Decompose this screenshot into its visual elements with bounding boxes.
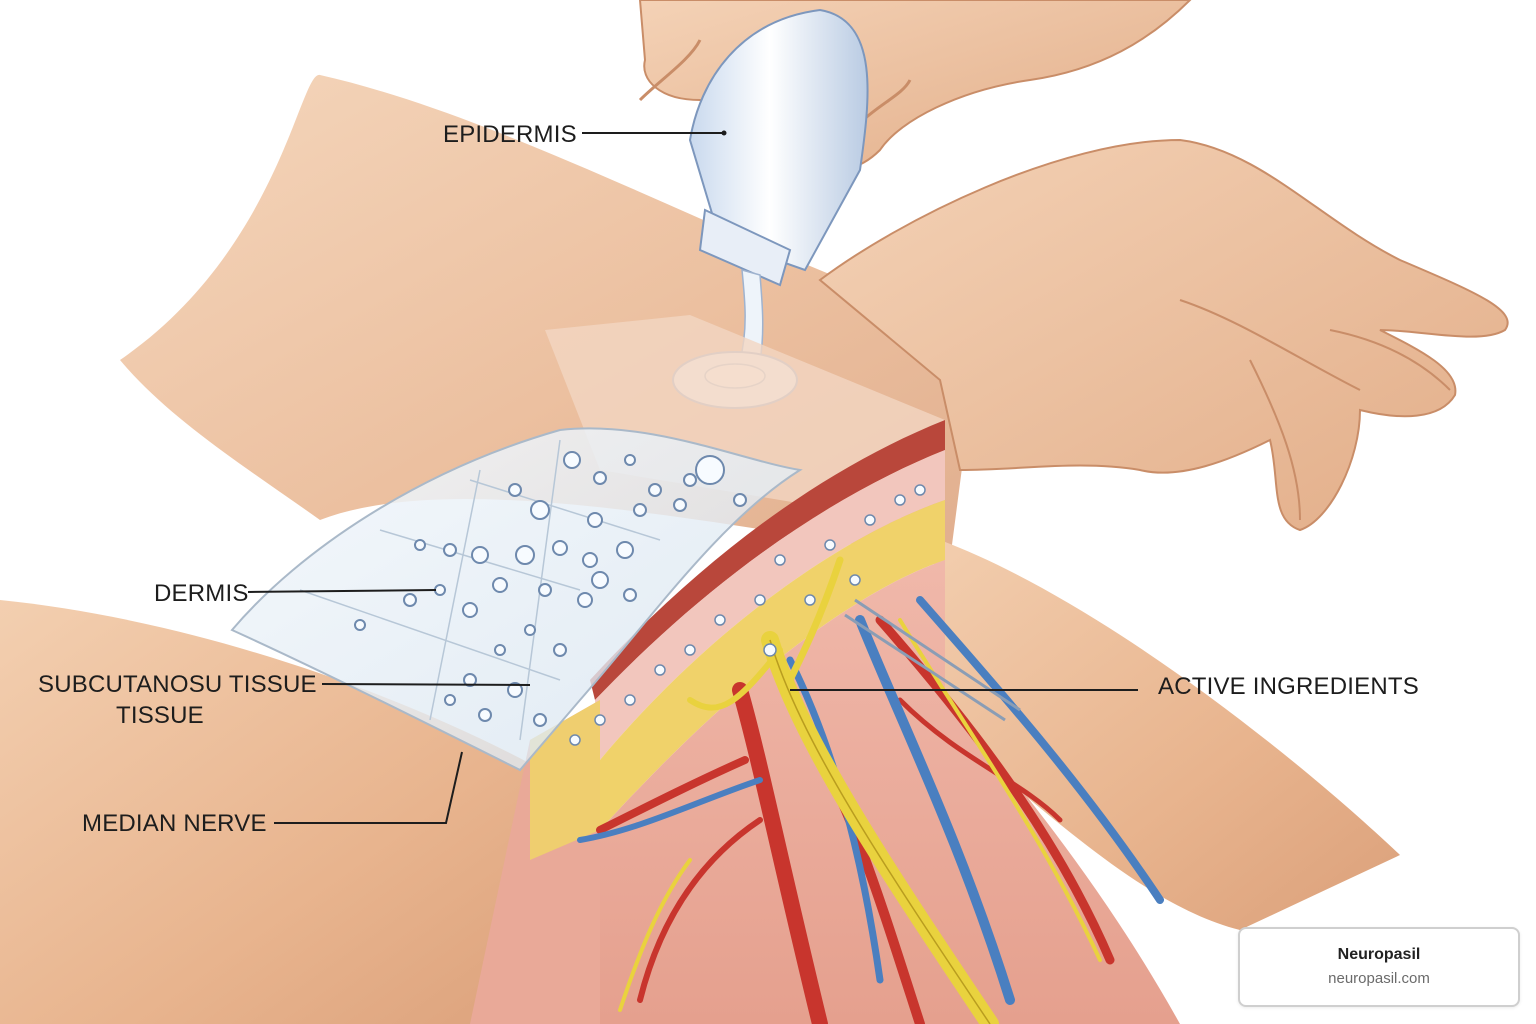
leader-median-nerve	[274, 751, 463, 824]
tube-cap	[698, 208, 792, 287]
lower-forearm	[900, 540, 1400, 930]
brand-badge[interactable]: Neuropasil neuropasil.com	[1238, 927, 1520, 1007]
leader-lines	[247, 132, 1138, 824]
thumb-crease	[1179, 299, 1361, 391]
label-median-nerve: MEDIAN NERVE	[82, 810, 267, 837]
cream-tube	[688, 8, 869, 272]
nerve-outline	[769, 639, 991, 1024]
active-ingredient-particles	[354, 451, 747, 727]
brand-url[interactable]: neuropasil.com	[1328, 970, 1430, 987]
dermis-layer	[595, 450, 945, 760]
epidermis-layer	[590, 420, 945, 700]
front-forearm	[0, 600, 600, 1024]
applicator-lines	[844, 598, 1021, 722]
leader-dermis	[247, 589, 437, 593]
label-subcutaneous-line1: SUBCUTANOSU TISSUE	[38, 671, 317, 698]
label-dermis: DERMIS	[154, 580, 249, 607]
arteries	[596, 615, 1115, 1024]
side-fat	[530, 700, 600, 860]
brand-name: Neuropasil	[1337, 946, 1421, 963]
veins	[577, 596, 1164, 1005]
deep-tissue	[600, 560, 1180, 1024]
label-epidermis: EPIDERMIS	[443, 121, 577, 148]
leader-subcutaneous	[321, 683, 531, 686]
finger-lines	[1249, 329, 1451, 521]
hand	[818, 138, 1509, 532]
tissue-particles	[569, 484, 926, 746]
label-active-ingredients: ACTIVE INGREDIENTS	[1158, 673, 1419, 700]
label-subcutaneous-line2: TISSUE	[116, 702, 204, 729]
